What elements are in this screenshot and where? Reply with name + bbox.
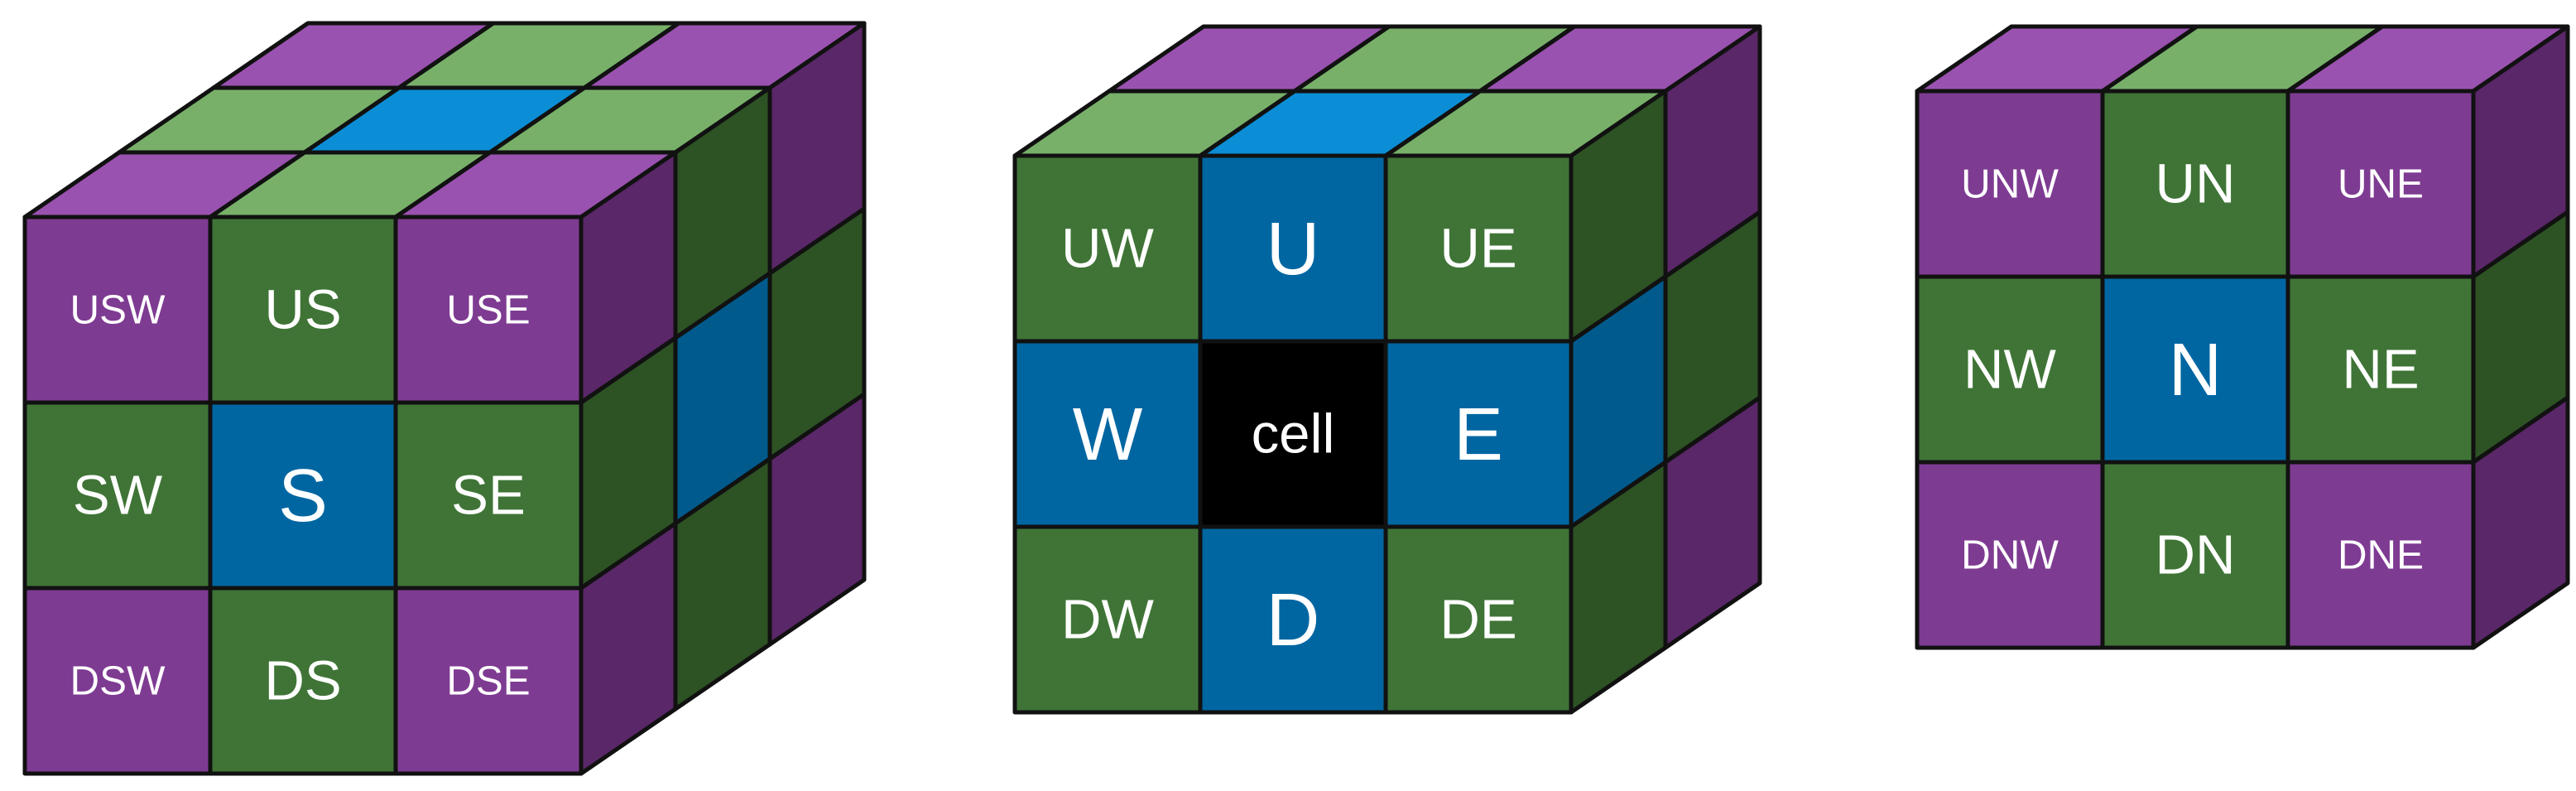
label-nw: NW <box>1963 339 2057 401</box>
label-dsw: DSW <box>70 658 166 704</box>
cube-south: USW US USE SW S SE DSW DS DSE <box>22 21 867 776</box>
label-w: W <box>1073 393 1143 475</box>
label-un: UN <box>2155 153 2235 215</box>
front-cell-dne <box>2285 460 2476 650</box>
label-dw: DW <box>1061 589 1155 651</box>
label-e: E <box>1454 393 1503 475</box>
label-u: U <box>1266 207 1320 290</box>
label-us: US <box>264 279 341 341</box>
label-ds: DS <box>264 650 341 712</box>
label-s: S <box>278 454 328 537</box>
label-ue: UE <box>1439 218 1516 280</box>
label-use: USE <box>446 287 530 333</box>
label-dn: DN <box>2155 524 2235 586</box>
side-tile <box>1663 395 1762 650</box>
label-n: N <box>2169 328 2223 411</box>
side-tile <box>767 392 867 647</box>
label-une: UNE <box>2338 162 2424 207</box>
label-sw: SW <box>73 465 163 527</box>
label-usw: USW <box>70 287 166 333</box>
cube-north: UNW UN UNE NW N NE DNW DN DNE <box>1915 24 2570 650</box>
label-uw: UW <box>1061 218 1155 280</box>
label-de: DE <box>1439 589 1516 651</box>
label-d: D <box>1266 578 1320 661</box>
label-dse: DSE <box>446 658 530 704</box>
label-ne: NE <box>2342 339 2419 401</box>
label-se: SE <box>451 465 526 527</box>
front-cell-dse <box>393 586 584 776</box>
label-dne: DNE <box>2338 533 2424 578</box>
label-unw: UNW <box>1961 162 2059 207</box>
label-cell: cell <box>1252 403 1335 465</box>
label-dnw: DNW <box>1961 533 2059 578</box>
front-cell-de <box>1383 524 1574 715</box>
